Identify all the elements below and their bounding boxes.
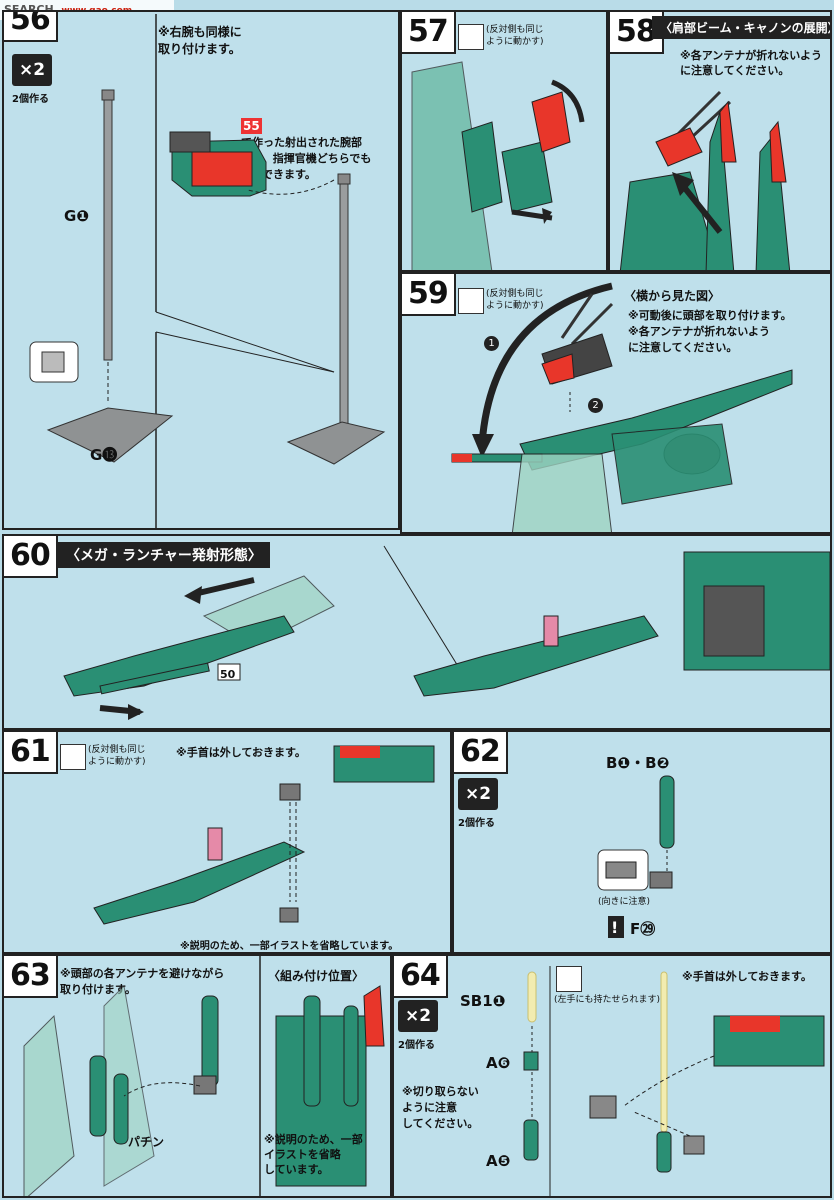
x2-label: 2個作る xyxy=(398,1040,435,1051)
step-56-note: ※右腕も同様に 取り付けます。 xyxy=(158,25,242,56)
arrow-step-1: 1 xyxy=(484,336,499,351)
snap-sound: パチン xyxy=(128,1135,165,1149)
ref-tag-55: 55 xyxy=(240,118,262,134)
step-number: 56 xyxy=(4,12,58,42)
x2-badge: ×2 xyxy=(458,778,498,810)
step-58-illustration xyxy=(619,90,791,270)
mirror-note: (反対側も同じ ように動かす) xyxy=(486,289,544,311)
left-hand-note: (左手にも持たせられます) xyxy=(554,995,661,1005)
step-63-panel: 63 ※頭部の各アンテナを避けながら 取り付けます。 〈組み付け位置〉 パチン … xyxy=(2,954,392,1198)
mirror-note: (反対側も同じ ように動かす) xyxy=(88,745,146,767)
step-64-panel: 64 ×2 2個作る (左手にも持たせられます) ※手首は外しておきます。 SB… xyxy=(392,954,832,1198)
svg-text:!: ! xyxy=(611,918,618,937)
x2-badge: ×2 xyxy=(12,54,52,86)
step-61-illustration xyxy=(93,745,435,925)
step-number: 59 xyxy=(402,274,456,316)
step-61-note: ※手首は外しておきます。 xyxy=(176,746,306,759)
arrow-step-2: 2 xyxy=(588,398,603,413)
step-number: 57 xyxy=(402,12,456,54)
step-59-illustration xyxy=(451,282,793,532)
step-61-panel: 61 (反対側も同じ ように動かす) ※手首は外しておきます。 ※説明のため、一… xyxy=(2,730,452,954)
step-63-illustration xyxy=(23,956,385,1196)
step-number: 62 xyxy=(454,732,508,774)
mirror-icon xyxy=(458,24,484,50)
step-60-panel: 60 〈メガ・ランチャー発射形態〉 50 xyxy=(2,534,832,730)
part-g13-label: G⓭ xyxy=(90,446,118,464)
step-64-note: ※手首は外しておきます。 xyxy=(682,970,812,983)
step-number: 64 xyxy=(394,956,448,998)
step-59-panel: 59 (反対側も同じ ように動かす) 〈横から見た図〉 ※可動後に頭部を取り付け… xyxy=(400,272,832,534)
step-63-note: ※頭部の各アンテナを避けながら 取り付けます。 xyxy=(60,967,225,996)
part-b1-b2-label: B❶・B❷ xyxy=(606,754,670,772)
step-58-title: 〈肩部ビーム・キャノンの展開〉 xyxy=(652,16,830,39)
x2-label: 2個作る xyxy=(458,818,495,829)
step-61-footnote: ※説明のため、一部イラストを省略しています。 xyxy=(180,941,399,952)
part-a6-label: A❻ xyxy=(486,1054,511,1072)
step-number: 60 xyxy=(4,536,58,578)
hand-swap-icon xyxy=(556,966,582,992)
mirror-icon xyxy=(60,744,86,770)
cut-caution: ※切り取らない ように注意 してください。 xyxy=(402,1085,479,1130)
part-sb1-label: SB1❶ xyxy=(460,992,506,1010)
step-58-note: ※各アンテナが折れないよう に注意してください。 xyxy=(680,49,823,77)
step-57-illustration xyxy=(411,61,585,270)
step-62-illustration: ! xyxy=(597,775,675,938)
step-number: 63 xyxy=(4,956,58,998)
step-63-subtitle: 〈組み付け位置〉 xyxy=(268,969,365,983)
ref-50: 50 xyxy=(220,668,236,681)
step-63-footnote: ※説明のため、一部 イラストを省略 しています。 xyxy=(264,1133,363,1176)
part-a5-label: A❺ xyxy=(486,1152,511,1170)
mirror-note: (反対側も同じ ように動かす) xyxy=(486,25,544,47)
step-56-panel: 56 ×2 2個作る ※右腕も同様に 取り付けます。 55 で作った射出された腕… xyxy=(2,10,400,530)
step-60-title: 〈メガ・ランチャー発射形態〉 xyxy=(58,542,270,568)
step-60-illustration xyxy=(63,545,830,720)
step-62-panel: 62 ×2 2個作る B❶・B❷ ! (向きに注意) F㉙ xyxy=(452,730,832,954)
x2-label: 2個作る xyxy=(12,94,49,105)
step-56-illustration xyxy=(29,14,386,528)
part-f29-label: F㉙ xyxy=(630,920,656,938)
mirror-icon xyxy=(458,288,484,314)
part-g1-label: G❶ xyxy=(64,207,90,225)
step-64-illustration xyxy=(523,966,825,1196)
step-59-subtitle: 〈横から見た図〉 xyxy=(624,289,721,303)
step-number: 61 xyxy=(4,732,58,774)
step-57-panel: 57 (反対側も同じ ように動かす) xyxy=(400,10,608,272)
orientation-caution: (向きに注意) xyxy=(598,897,651,907)
step-58-panel: 58 〈肩部ビーム・キャノンの展開〉 ※各アンテナが折れないよう に注意してくだ… xyxy=(608,10,832,272)
x2-badge: ×2 xyxy=(398,1000,438,1032)
step-59-note: ※可動後に頭部を取り付けます。 ※各アンテナが折れないよう に注意してください。 xyxy=(628,309,792,354)
